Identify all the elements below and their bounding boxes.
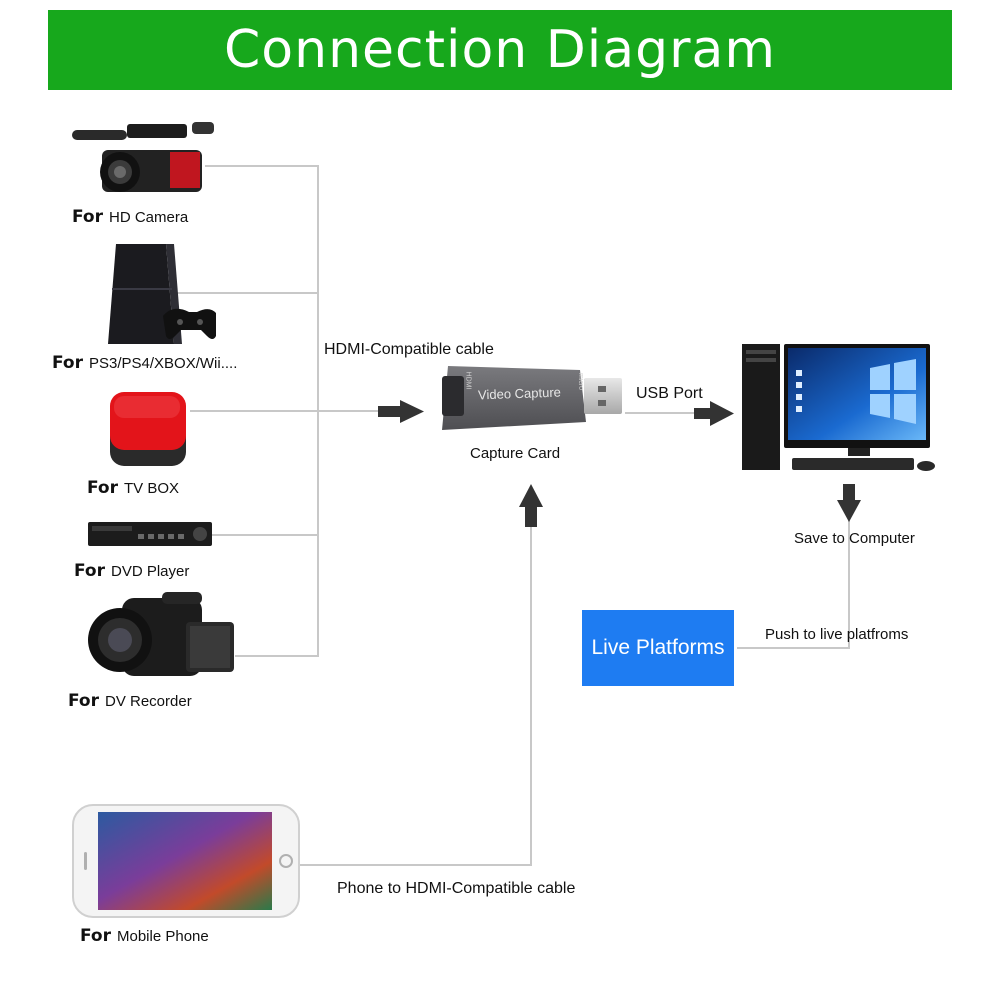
capture-card-port-in: HDMI	[464, 371, 472, 390]
desktop-computer-icon	[742, 344, 935, 471]
capture-card-port-out: micro	[577, 372, 585, 391]
page-title: Connection Diagram	[223, 20, 776, 80]
phone-cable-label: Phone to HDMI-Compatible cable	[337, 880, 576, 897]
game-console-icon	[108, 244, 216, 344]
mobile-phone-icon	[72, 804, 300, 918]
push-line	[737, 520, 850, 649]
dvd-player-icon	[88, 522, 212, 546]
push-to-live-label: Push to live platfroms	[765, 626, 909, 643]
live-platforms-box: Live Platforms	[582, 610, 734, 686]
live-platforms-label: Live Platforms	[591, 636, 725, 659]
camcorder-icon	[72, 122, 214, 192]
tv-box-icon	[110, 392, 186, 466]
capture-card-device-text: Video Capture	[477, 384, 562, 403]
capture-card-label: Capture Card	[470, 445, 561, 462]
dv-recorder-icon	[88, 592, 234, 676]
hdmi-cable-label: HDMI-Compatible cable	[324, 341, 494, 358]
usb-port-label: USB Port	[636, 385, 703, 402]
title-banner: Connection Diagram	[48, 10, 952, 90]
phone-cable-line	[300, 520, 532, 866]
save-to-computer-label: Save to Computer	[794, 530, 915, 547]
arrows	[378, 400, 861, 527]
capture-card-icon	[442, 366, 622, 430]
